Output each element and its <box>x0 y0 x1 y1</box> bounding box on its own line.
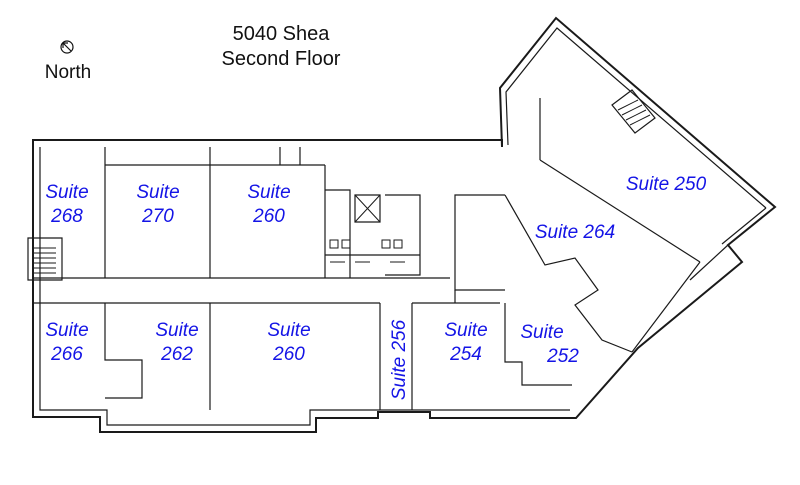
suite-270-label-word: Suite <box>136 182 179 203</box>
north-label: North <box>45 62 91 83</box>
suite-268-label-word: Suite <box>45 182 88 203</box>
suite-252-label-number: 252 <box>546 346 579 367</box>
suite-268-label-number: 268 <box>50 206 83 227</box>
suite-260-south-label-number: 260 <box>272 344 305 365</box>
suite-260-north-label-number: 260 <box>252 206 285 227</box>
suite-262-label-word: Suite <box>155 320 198 341</box>
suite-254-label-number: 254 <box>449 344 482 365</box>
building-outline <box>27 16 777 433</box>
suite-266-label-number: 266 <box>50 344 83 365</box>
suite-270-label-number: 270 <box>141 206 174 227</box>
suite-260-south-label-word: Suite <box>267 320 310 341</box>
suite-252-label-word: Suite <box>520 322 563 343</box>
suite-254-label-word: Suite <box>444 320 487 341</box>
title-line-1: 5040 Shea <box>233 23 331 45</box>
suite-264-label: Suite 264 <box>535 222 615 243</box>
suite-250-label: Suite 250 <box>626 174 707 195</box>
north-arrow-icon <box>60 40 74 54</box>
suite-266-label-word: Suite <box>45 320 88 341</box>
suite-256-label: Suite 256 <box>389 319 410 400</box>
suite-260-north-label-word: Suite <box>247 182 290 203</box>
suite-262-label-number: 262 <box>160 344 193 365</box>
title-line-2: Second Floor <box>222 48 341 70</box>
